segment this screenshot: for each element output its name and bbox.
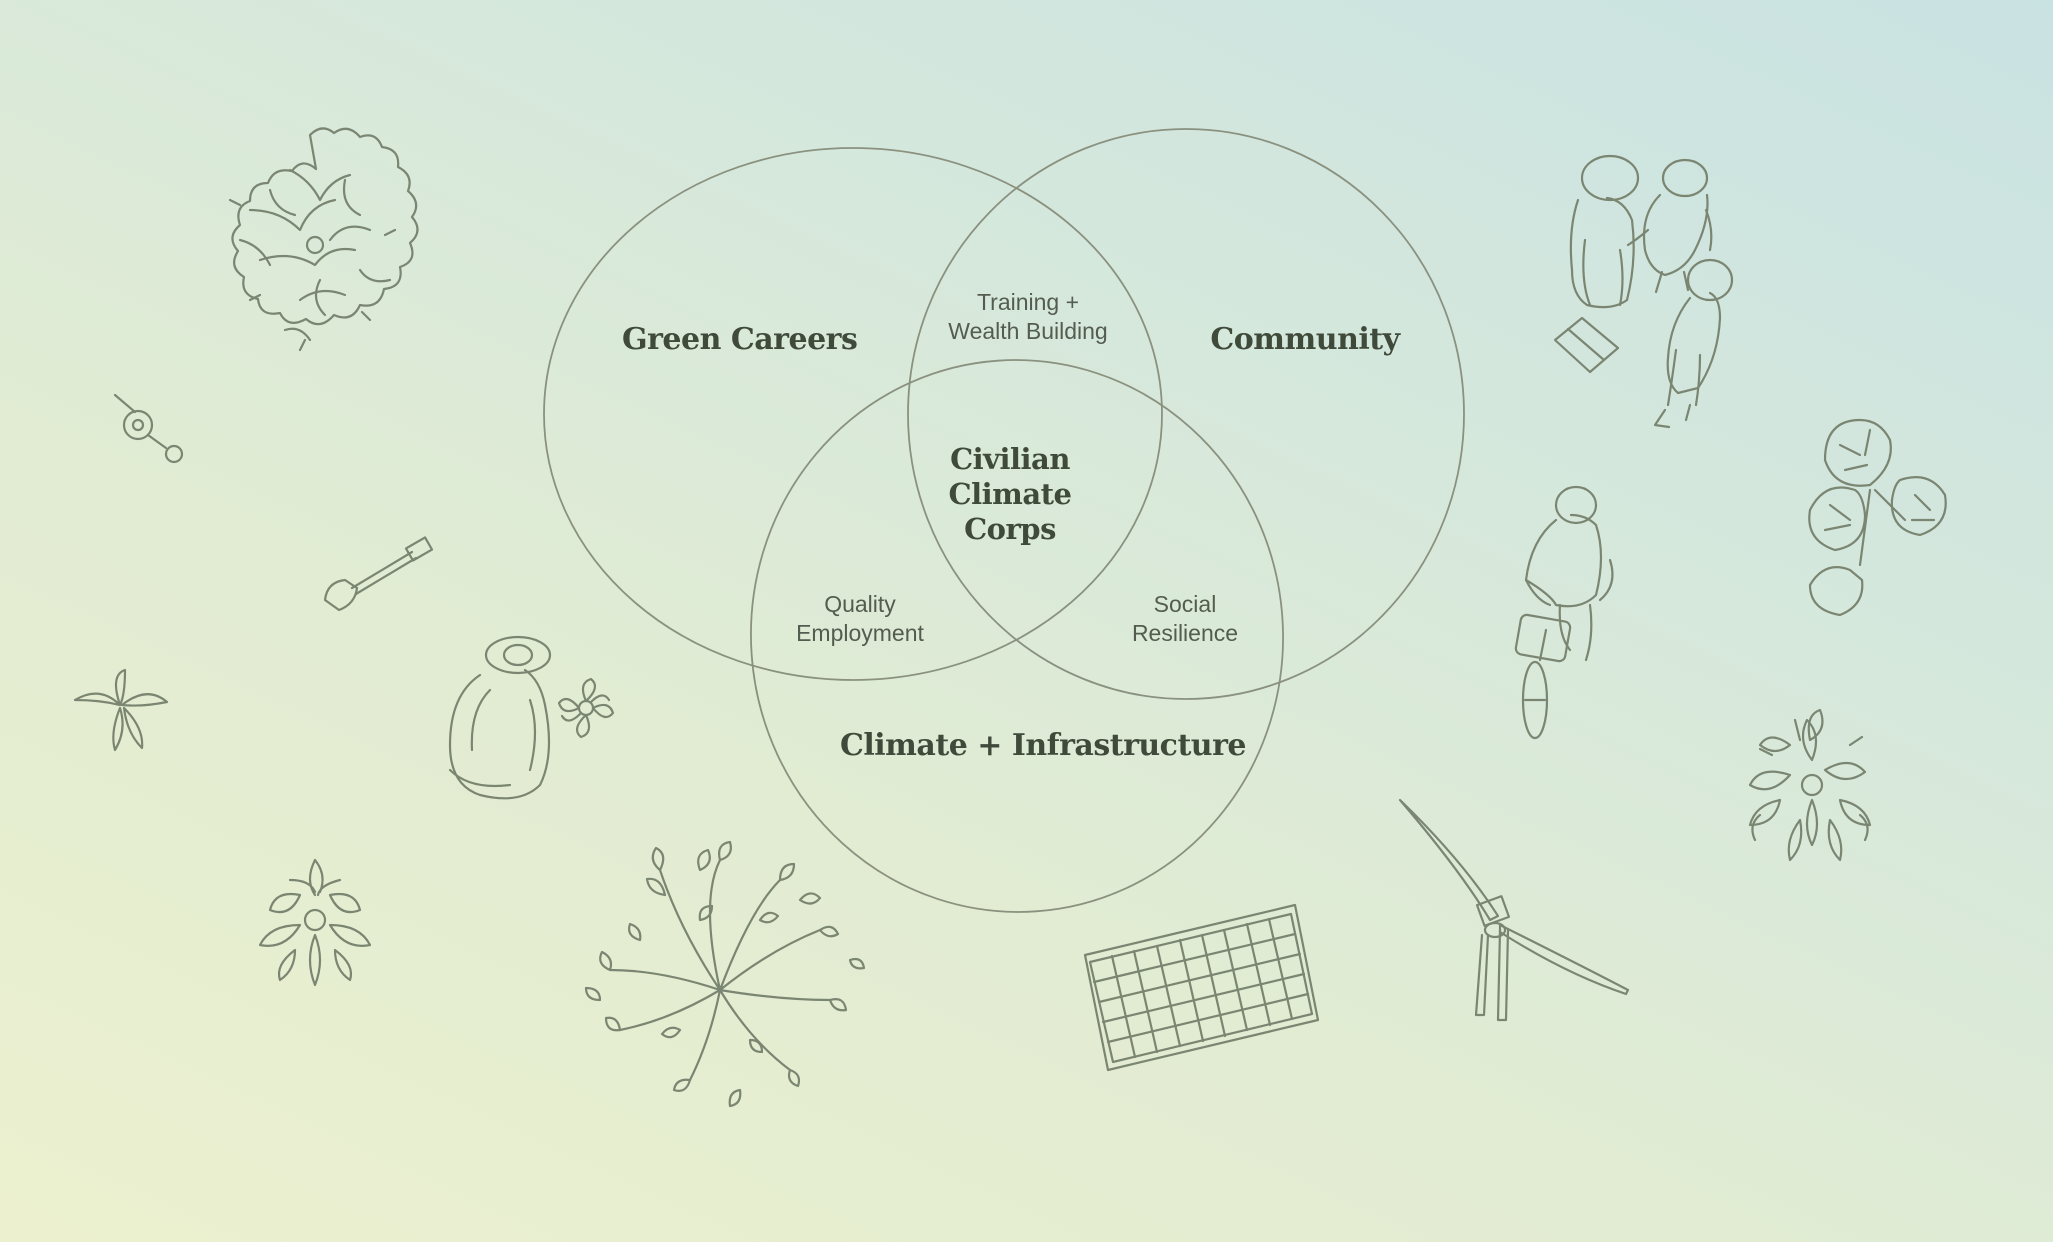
tree-canopy-icon	[228, 127, 419, 352]
monstera-plant-icon	[1808, 418, 1947, 617]
quality-employment-label: Quality Employment	[760, 590, 960, 648]
venn-circles	[543, 128, 1465, 913]
quality-employment-line-1: Quality	[824, 591, 896, 617]
social-resilience-line-2: Resilience	[1131, 620, 1239, 646]
center-line-1: Civilian	[950, 442, 1070, 476]
flower-icon	[557, 677, 615, 739]
social-resilience-label: Social Resilience	[1085, 590, 1285, 648]
quality-employment-line-2: Employment	[796, 620, 924, 646]
solar-panel-icon	[1083, 903, 1320, 1072]
community-circle	[907, 128, 1465, 700]
leafy-bush-icon	[584, 840, 866, 1108]
civilian-climate-corps-label: Civilian Climate Corps	[910, 442, 1110, 547]
training-wealth-line-1: Training +	[976, 289, 1080, 315]
center-line-3: Corps	[964, 512, 1056, 546]
green-careers-circle	[543, 147, 1163, 681]
training-wealth-line-2: Wealth Building	[948, 318, 1108, 344]
book-icon	[1553, 316, 1620, 374]
training-wealth-label: Training + Wealth Building	[928, 288, 1128, 346]
center-line-2: Climate	[948, 477, 1072, 511]
watering-tool-icon	[113, 393, 184, 464]
gardener-person-icon	[448, 635, 552, 800]
shrub-icon	[258, 858, 372, 987]
potted-plant-icon	[1748, 708, 1872, 862]
social-resilience-line-1: Social	[1153, 591, 1217, 617]
people-group-icon	[1569, 154, 1734, 429]
shovel-icon	[323, 536, 434, 612]
climate-infrastructure-circle	[750, 359, 1284, 913]
palm-plant-icon	[73, 668, 169, 752]
climate-infrastructure-label: Climate + Infrastructure	[840, 728, 1247, 763]
cyclist-icon	[1514, 485, 1614, 740]
community-label: Community	[1210, 322, 1400, 357]
wind-turbine-icon	[1398, 798, 1630, 1022]
green-careers-label: Green Careers	[622, 322, 858, 357]
